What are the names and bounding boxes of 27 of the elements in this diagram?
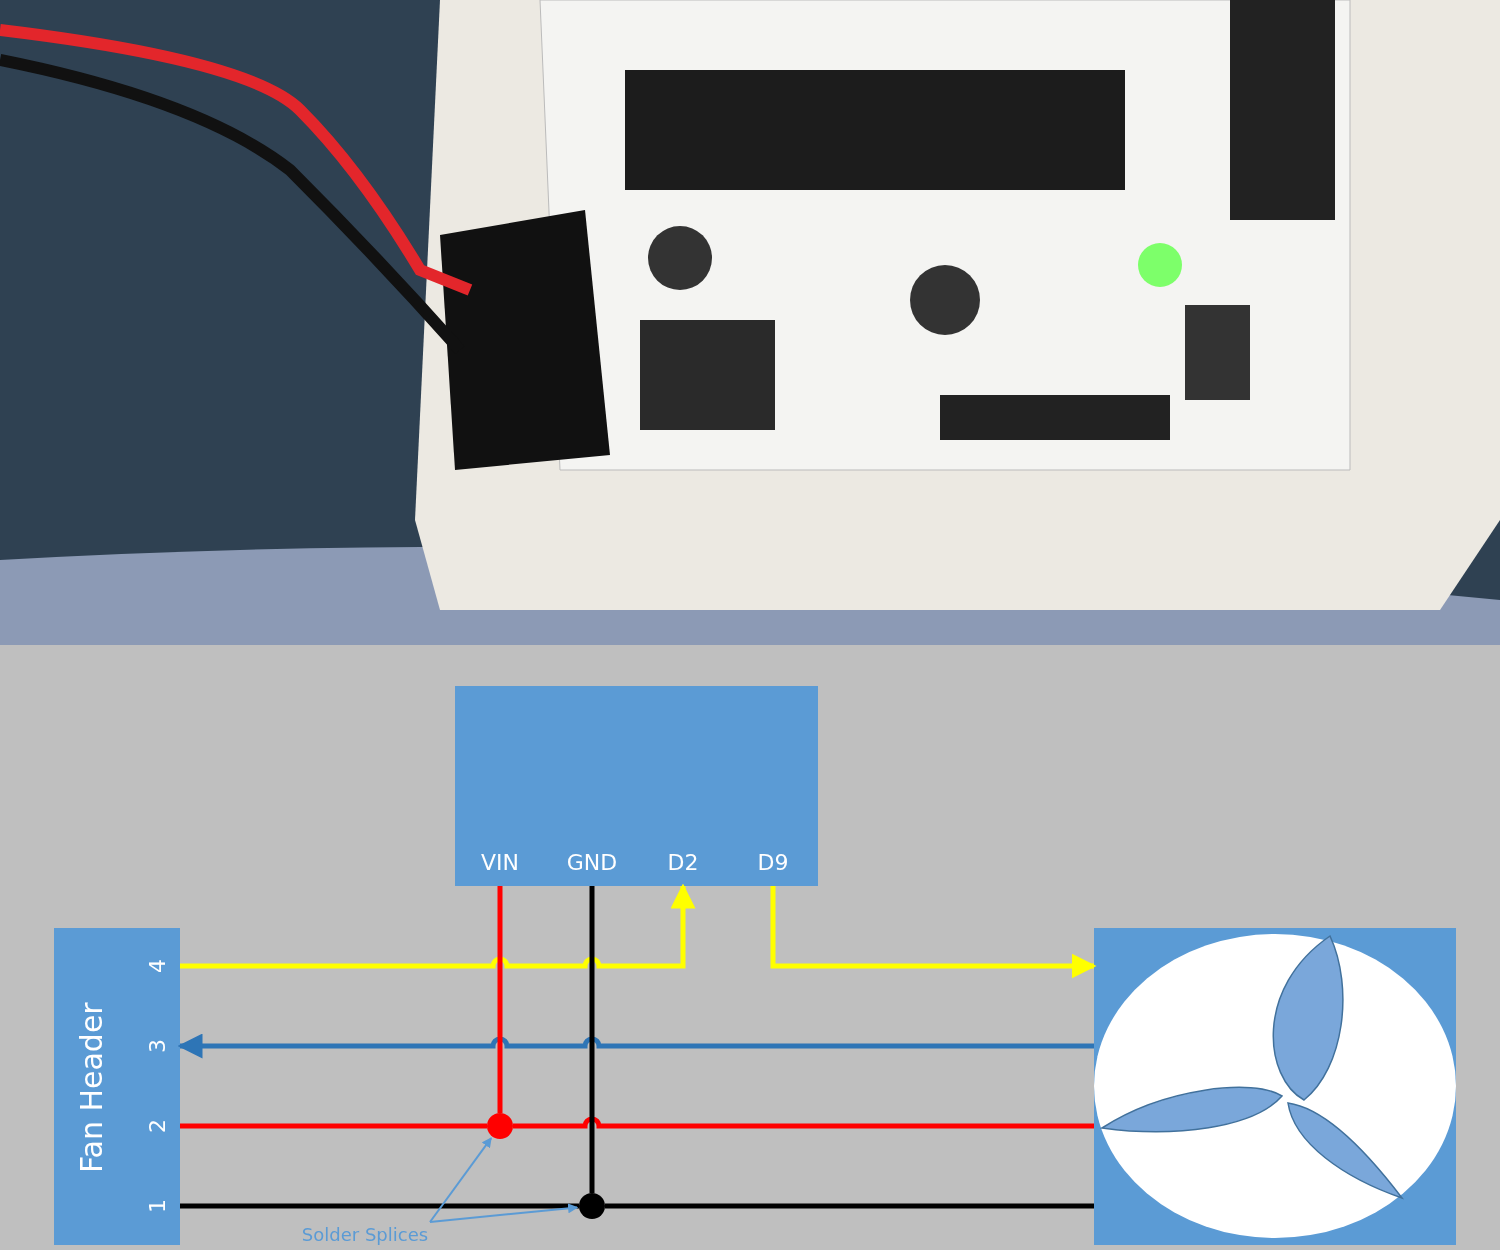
leader-line <box>429 1203 579 1223</box>
board-photo-drawing <box>0 0 1500 645</box>
wire <box>513 1116 1094 1129</box>
header-box <box>54 928 180 1245</box>
pin-number: 3 <box>136 1026 180 1066</box>
pin-label: GND <box>560 848 624 886</box>
wire <box>180 1123 487 1129</box>
pin-label: D9 <box>745 848 801 886</box>
wire <box>605 1203 1094 1209</box>
leader-line <box>429 1137 493 1223</box>
wire <box>770 886 1097 979</box>
pin-number: 1 <box>136 1186 180 1226</box>
board-box <box>455 686 818 886</box>
wire <box>180 1203 579 1209</box>
pin-number: 4 <box>136 946 180 986</box>
solder-splice <box>487 1113 513 1139</box>
header-title: Fan Header <box>73 1003 110 1173</box>
solder-splice <box>579 1193 605 1219</box>
wire <box>589 886 595 1193</box>
callout-text: Solder Splices <box>270 1222 460 1248</box>
wire <box>497 886 503 1113</box>
wire <box>177 1033 1094 1059</box>
pin-label: D2 <box>655 848 711 886</box>
pin-label: VIN <box>470 848 530 886</box>
wire <box>180 883 696 969</box>
pin-number: 2 <box>136 1106 180 1146</box>
fan-drawing <box>1094 928 1456 1245</box>
